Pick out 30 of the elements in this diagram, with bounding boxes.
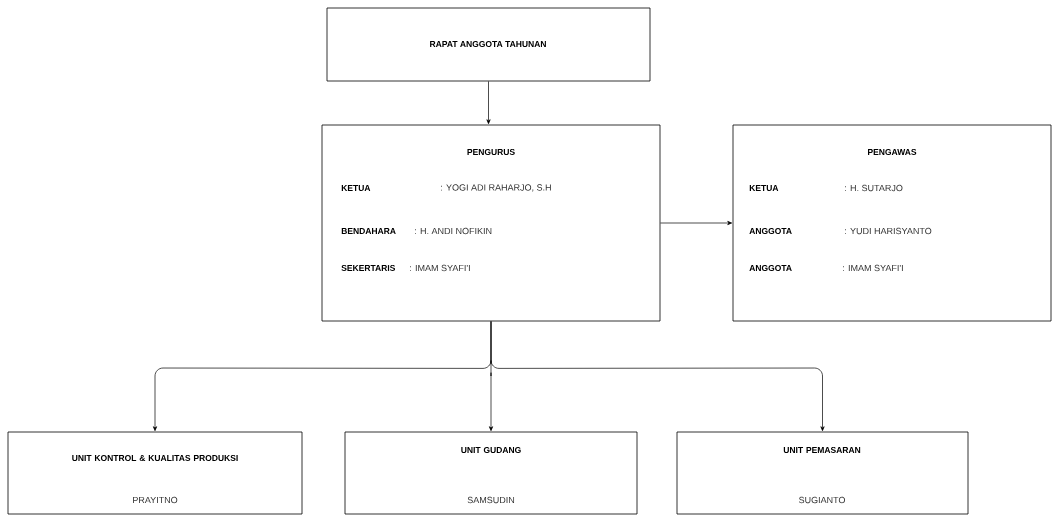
field-value: PRAYITNO <box>133 496 178 504</box>
field-label: SEKERTARIS <box>341 265 395 271</box>
arrow <box>490 321 825 432</box>
arrow <box>486 81 491 125</box>
field-value: SAMSUDIN <box>467 496 515 504</box>
box-heading: UNIT KONTROL & KUALITAS PRODUKSI <box>72 455 238 461</box>
org-box <box>344 431 638 515</box>
field-label: ANGGOTA <box>749 265 792 271</box>
field-value: : H. ANDI NOFIKIN <box>415 227 492 235</box>
field-label: KETUA <box>341 185 371 191</box>
box-heading: PENGAWAS <box>868 149 917 155</box>
org-box <box>321 124 661 322</box>
org-box <box>732 124 1052 322</box>
field-value: : YOGI ADI RAHARJO, S.H <box>441 184 551 192</box>
field-value: : IMAM SYAFI'I <box>843 264 903 272</box>
field-label: BENDAHARA <box>341 228 396 234</box>
field-value: SUGIANTO <box>799 496 845 504</box>
field-value: : YUDI HARISYANTO <box>845 227 932 235</box>
box-heading: RAPAT ANGGOTA TAHUNAN <box>430 41 546 47</box>
field-value: : IMAM SYAFI'I <box>410 264 470 272</box>
box-heading: PENGURUS <box>467 149 515 155</box>
org-box <box>676 431 969 515</box>
field-label: ANGGOTA <box>749 228 792 234</box>
org-box <box>326 7 651 82</box>
box-heading: UNIT PEMASARAN <box>783 447 861 453</box>
field-label: KETUA <box>749 185 779 191</box>
arrow <box>660 220 733 226</box>
box-heading: UNIT GUDANG <box>461 447 521 453</box>
org-box <box>7 431 303 515</box>
field-value: : H. SUTARJO <box>845 184 903 192</box>
